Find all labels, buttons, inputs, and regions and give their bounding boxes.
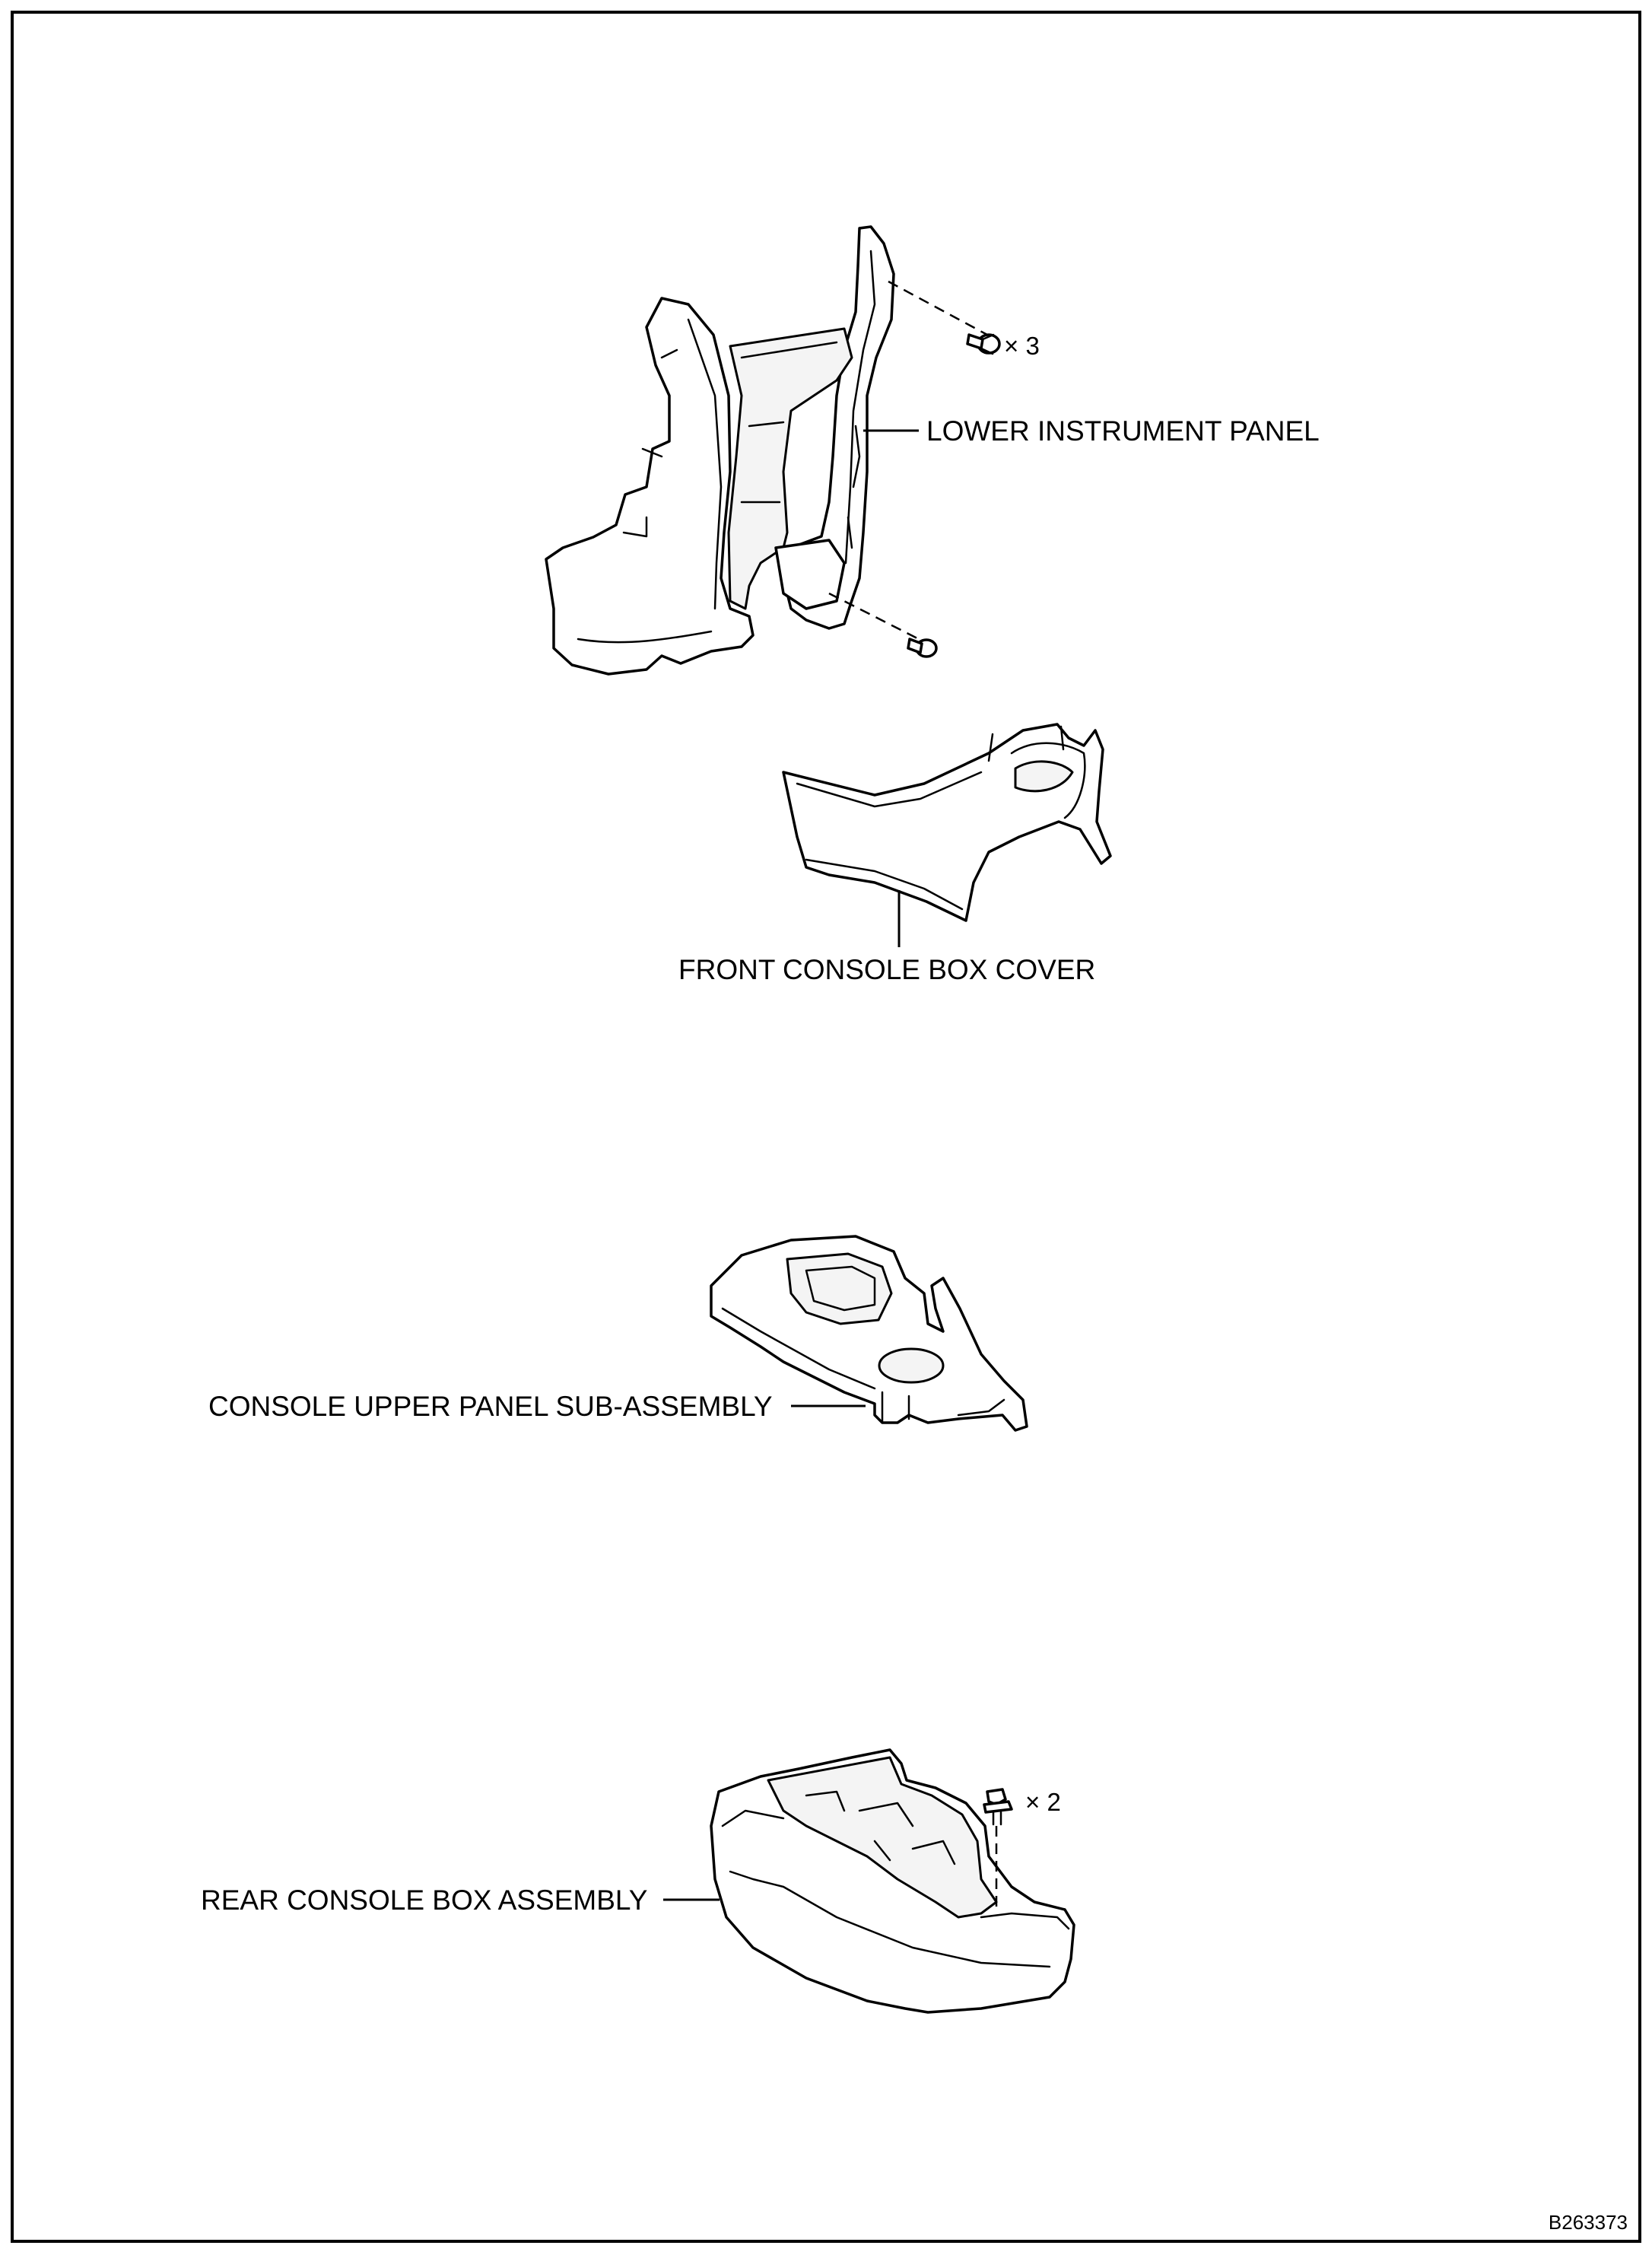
front-console-box-cover-body [782,723,1112,922]
console-upper-panel-sub-assembly: CONSOLE UPPER PANEL SUB-ASSEMBLY [208,1235,1028,1432]
clip-icon [983,1788,1013,1826]
rear-console-box-assembly: × 2 REAR CONSOLE BOX ASSEMBLY [201,1748,1075,2014]
rear-console-box-label: REAR CONSOLE BOX ASSEMBLY [201,1884,647,1916]
lower-instrument-panel-left-body [545,297,755,676]
lower-instrument-panel: × 3 LOWER INSTRUMENT PANEL [545,225,1320,676]
bolt-icon [907,638,938,658]
clip-quantity: × 2 [1025,1788,1061,1816]
console-upper-panel-label: CONSOLE UPPER PANEL SUB-ASSEMBLY [208,1391,773,1422]
lower-instrument-panel-right-bracket [782,225,895,630]
bolt-icon [966,333,1001,355]
bolt-quantity: × 3 [1004,332,1040,360]
lower-instrument-panel-label: LOWER INSTRUMENT PANEL [926,415,1320,447]
front-console-box-cover-label: FRONT CONSOLE BOX COVER [678,954,1095,985]
bolt-guide-line-upper [888,280,988,336]
front-console-box-cover: FRONT CONSOLE BOX COVER [678,723,1112,985]
diagram-frame [11,11,1641,2243]
figure-code: B263373 [1549,2211,1628,2234]
rear-console-box-interior [767,1756,998,1919]
console-upper-panel-cup-holder [878,1347,945,1384]
